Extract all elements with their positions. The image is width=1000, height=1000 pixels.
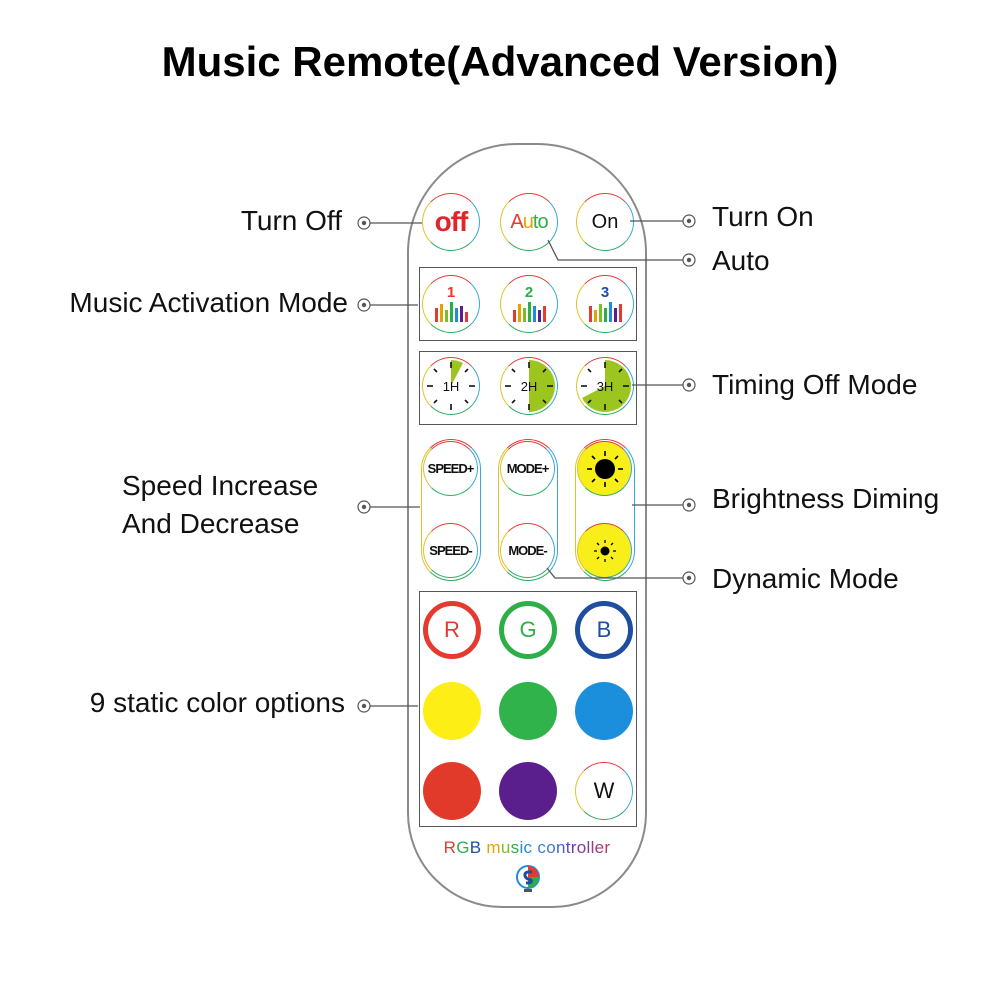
music-mode-group: [419, 267, 637, 341]
timer-1h-button[interactable]: 1H: [422, 357, 480, 415]
sun-small-icon: [593, 539, 616, 562]
music-mode-1-button[interactable]: 1: [422, 275, 480, 333]
brand-letter: G: [456, 838, 470, 857]
brand-letter: t: [565, 838, 571, 857]
mode-rocker: MODE+ MODE-: [498, 439, 558, 581]
timer-2h-button[interactable]: 2H: [500, 357, 558, 415]
equalizer-icon: 3: [589, 284, 622, 322]
speed-rocker: SPEED+ SPEED-: [421, 439, 481, 581]
brand-letter: c: [537, 838, 547, 857]
clock-icon: 3H: [581, 359, 632, 412]
equalizer-icon: 2: [513, 284, 546, 322]
svg-text:3H: 3H: [597, 379, 614, 394]
yellow-button[interactable]: [423, 682, 481, 740]
auto-callout: Auto: [712, 245, 770, 276]
speed-callout: Speed Increase And Decrease: [122, 467, 318, 543]
white-button[interactable]: W: [575, 762, 633, 820]
equalizer-icon: 1: [435, 284, 468, 322]
brand-letter: l: [590, 838, 595, 857]
brand-letter: i: [519, 838, 524, 857]
brand-letter: c: [523, 838, 533, 857]
static-colors-callout: 9 static color options: [89, 687, 345, 718]
red-fill-button[interactable]: [423, 762, 481, 820]
brand-letter: l: [586, 838, 591, 857]
svg-text:1: 1: [447, 284, 455, 301]
dynamic-mode-callout: Dynamic Mode: [712, 563, 899, 594]
music-mode-2-button[interactable]: 2: [500, 275, 558, 333]
timer-3h-button[interactable]: 3H: [576, 357, 634, 415]
music-mode-3-button[interactable]: 3: [576, 275, 634, 333]
auto-button[interactable]: Auto: [500, 193, 558, 251]
mode-plus-button[interactable]: MODE+: [500, 441, 555, 496]
green-button[interactable]: G: [499, 601, 557, 659]
speed-plus-button[interactable]: SPEED+: [423, 441, 478, 496]
brand-letter: R: [443, 838, 457, 857]
auto-label: Auto: [510, 210, 548, 233]
page-title: Music Remote(Advanced Version): [161, 38, 839, 85]
timing-off-callout: Timing Off Mode: [712, 369, 918, 400]
svg-text:2: 2: [525, 284, 533, 301]
sky-blue-button[interactable]: [575, 682, 633, 740]
svg-text:3: 3: [601, 284, 609, 301]
on-label: On: [591, 210, 619, 233]
brightness-rocker: [575, 439, 635, 581]
brand-letter: n: [555, 838, 566, 857]
timer-group: [419, 351, 637, 425]
speed-callout-line1: Speed Increase: [122, 470, 319, 501]
brightness-callout: Brightness Diming: [712, 483, 940, 514]
mode-minus-button[interactable]: MODE-: [500, 523, 555, 578]
brand-letter: o: [546, 838, 556, 857]
brand-letter: o: [576, 838, 587, 857]
speed-callout-line2: And Decrease: [122, 508, 300, 539]
red-button[interactable]: R: [423, 601, 481, 659]
brand-letter: r: [570, 838, 577, 857]
clock-icon: 1H: [427, 360, 475, 410]
brand-letter: m: [486, 838, 501, 857]
purple-button[interactable]: [499, 762, 557, 820]
speed-minus-button[interactable]: SPEED-: [423, 523, 478, 578]
remote-control: off Auto On 1 2: [407, 143, 647, 908]
brand-letter: s: [510, 838, 520, 857]
brand-letter: B: [469, 838, 482, 857]
svg-text:1H: 1H: [443, 379, 460, 394]
brand-text: RGB music controller: [409, 838, 645, 858]
turn-on-callout: Turn On: [712, 201, 814, 232]
sun-large-icon: [586, 450, 623, 487]
brand-letter: u: [500, 838, 511, 857]
brand-letter: e: [594, 838, 605, 857]
light-green-button[interactable]: [499, 682, 557, 740]
off-button[interactable]: off: [422, 193, 480, 251]
brightness-down-button[interactable]: [577, 523, 632, 578]
clock-icon: 2H: [505, 360, 555, 412]
off-label: off: [434, 206, 469, 237]
brightness-up-button[interactable]: [577, 441, 632, 496]
svg-text:2H: 2H: [521, 379, 538, 394]
brand-logo-icon: [516, 865, 540, 892]
blue-button[interactable]: B: [575, 601, 633, 659]
turn-off-callout: Turn Off: [240, 205, 342, 236]
on-button[interactable]: On: [576, 193, 634, 251]
music-activation-callout: Music Activation Mode: [69, 287, 348, 318]
color-group: [419, 591, 637, 827]
brand-letter: r: [604, 838, 611, 857]
